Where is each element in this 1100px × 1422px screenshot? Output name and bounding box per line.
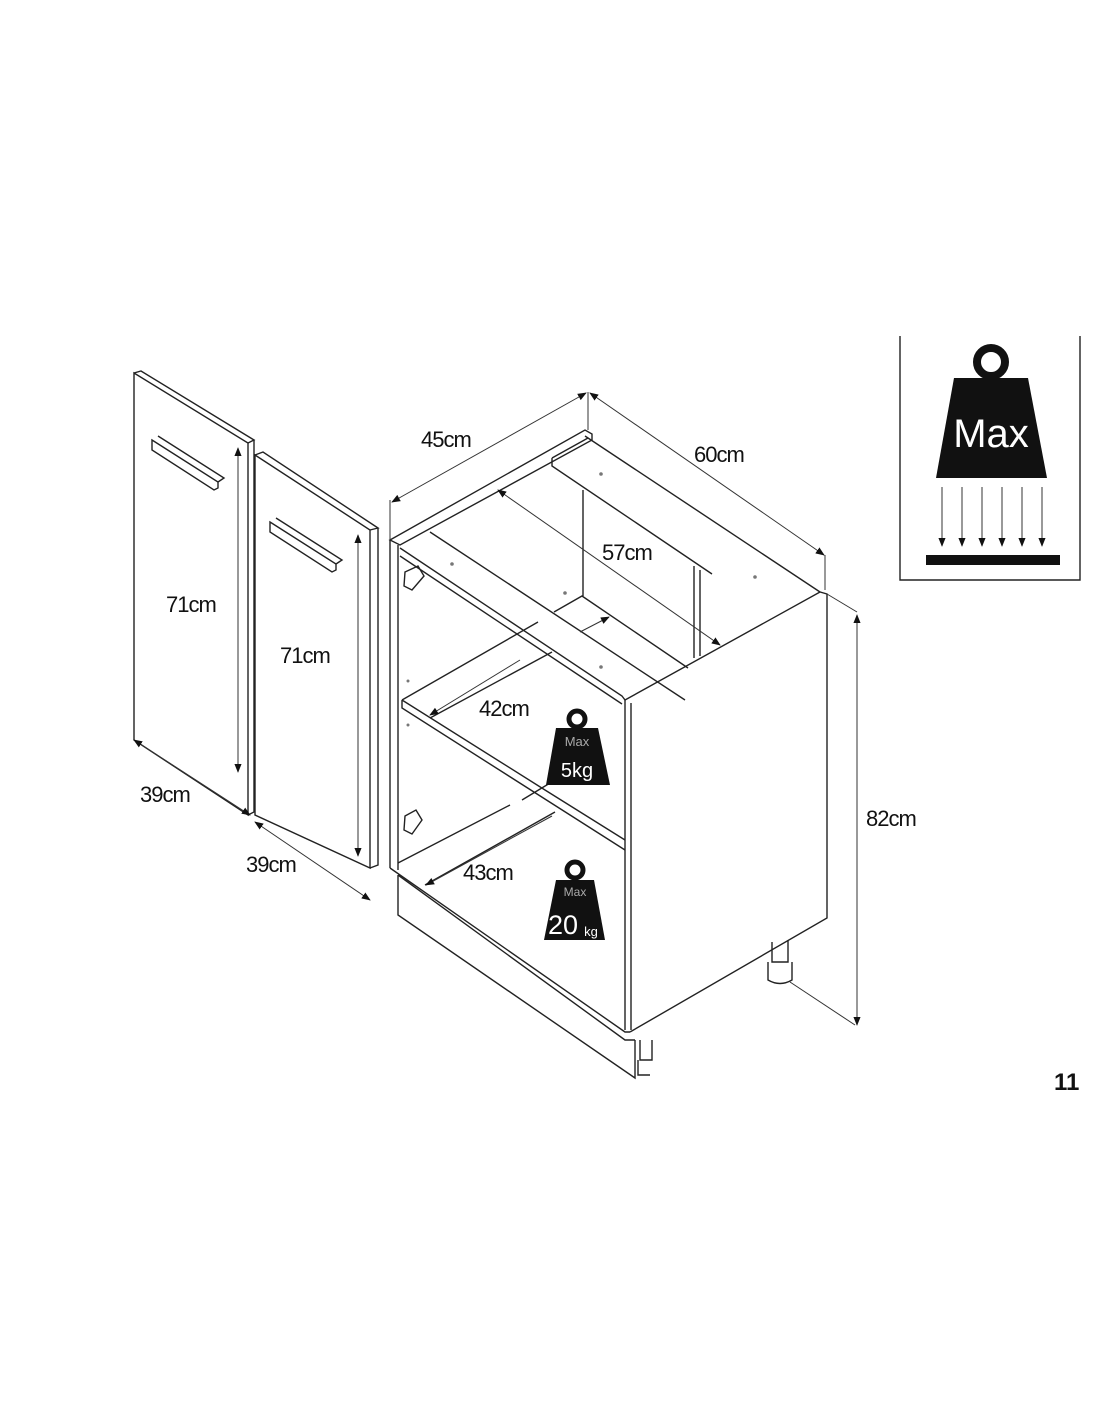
- svg-text:20: 20: [548, 910, 578, 940]
- dim-line-door-left-width: [133, 739, 251, 816]
- svg-text:kg: kg: [584, 924, 598, 939]
- cabinet-body: [388, 429, 828, 1080]
- dim-line-inner-depth: [497, 489, 721, 646]
- label-inner-depth: 57cm: [602, 540, 652, 565]
- weight-icon-shelf: Max 5kg: [546, 708, 610, 785]
- page-number: 11: [1054, 1069, 1079, 1096]
- dim-line-door-right-width: [254, 821, 371, 901]
- label-cabinet-depth: 60cm: [694, 442, 744, 467]
- label-bottom-depth: 43cm: [463, 860, 513, 885]
- hinge-icon: [403, 809, 423, 835]
- label-cabinet-width: 45cm: [421, 427, 471, 452]
- label-door-left-height: 71cm: [166, 592, 216, 617]
- weight-icon-bottom: Max 20 kg: [544, 859, 605, 940]
- label-door-right-height: 71cm: [280, 643, 330, 668]
- dim-line-bottom-depth: [425, 815, 553, 886]
- door-handle: [269, 517, 344, 573]
- door-handle: [151, 435, 226, 491]
- hinge-icon: [403, 565, 425, 591]
- max-load-legend: Max: [899, 336, 1081, 581]
- dim-line-shelf-depth: [429, 659, 521, 716]
- svg-text:Max: Max: [564, 885, 587, 899]
- svg-text:Max: Max: [953, 412, 1029, 456]
- svg-text:5kg: 5kg: [561, 760, 593, 782]
- dim-line-cabinet-width: [391, 392, 587, 503]
- label-cabinet-height: 82cm: [866, 806, 916, 831]
- label-shelf-depth: 42cm: [479, 696, 529, 721]
- dim-line-cabinet-depth: [589, 392, 825, 556]
- label-door-left-width: 39cm: [140, 782, 190, 807]
- svg-text:Max: Max: [565, 734, 590, 749]
- label-door-right-width: 39cm: [246, 852, 296, 877]
